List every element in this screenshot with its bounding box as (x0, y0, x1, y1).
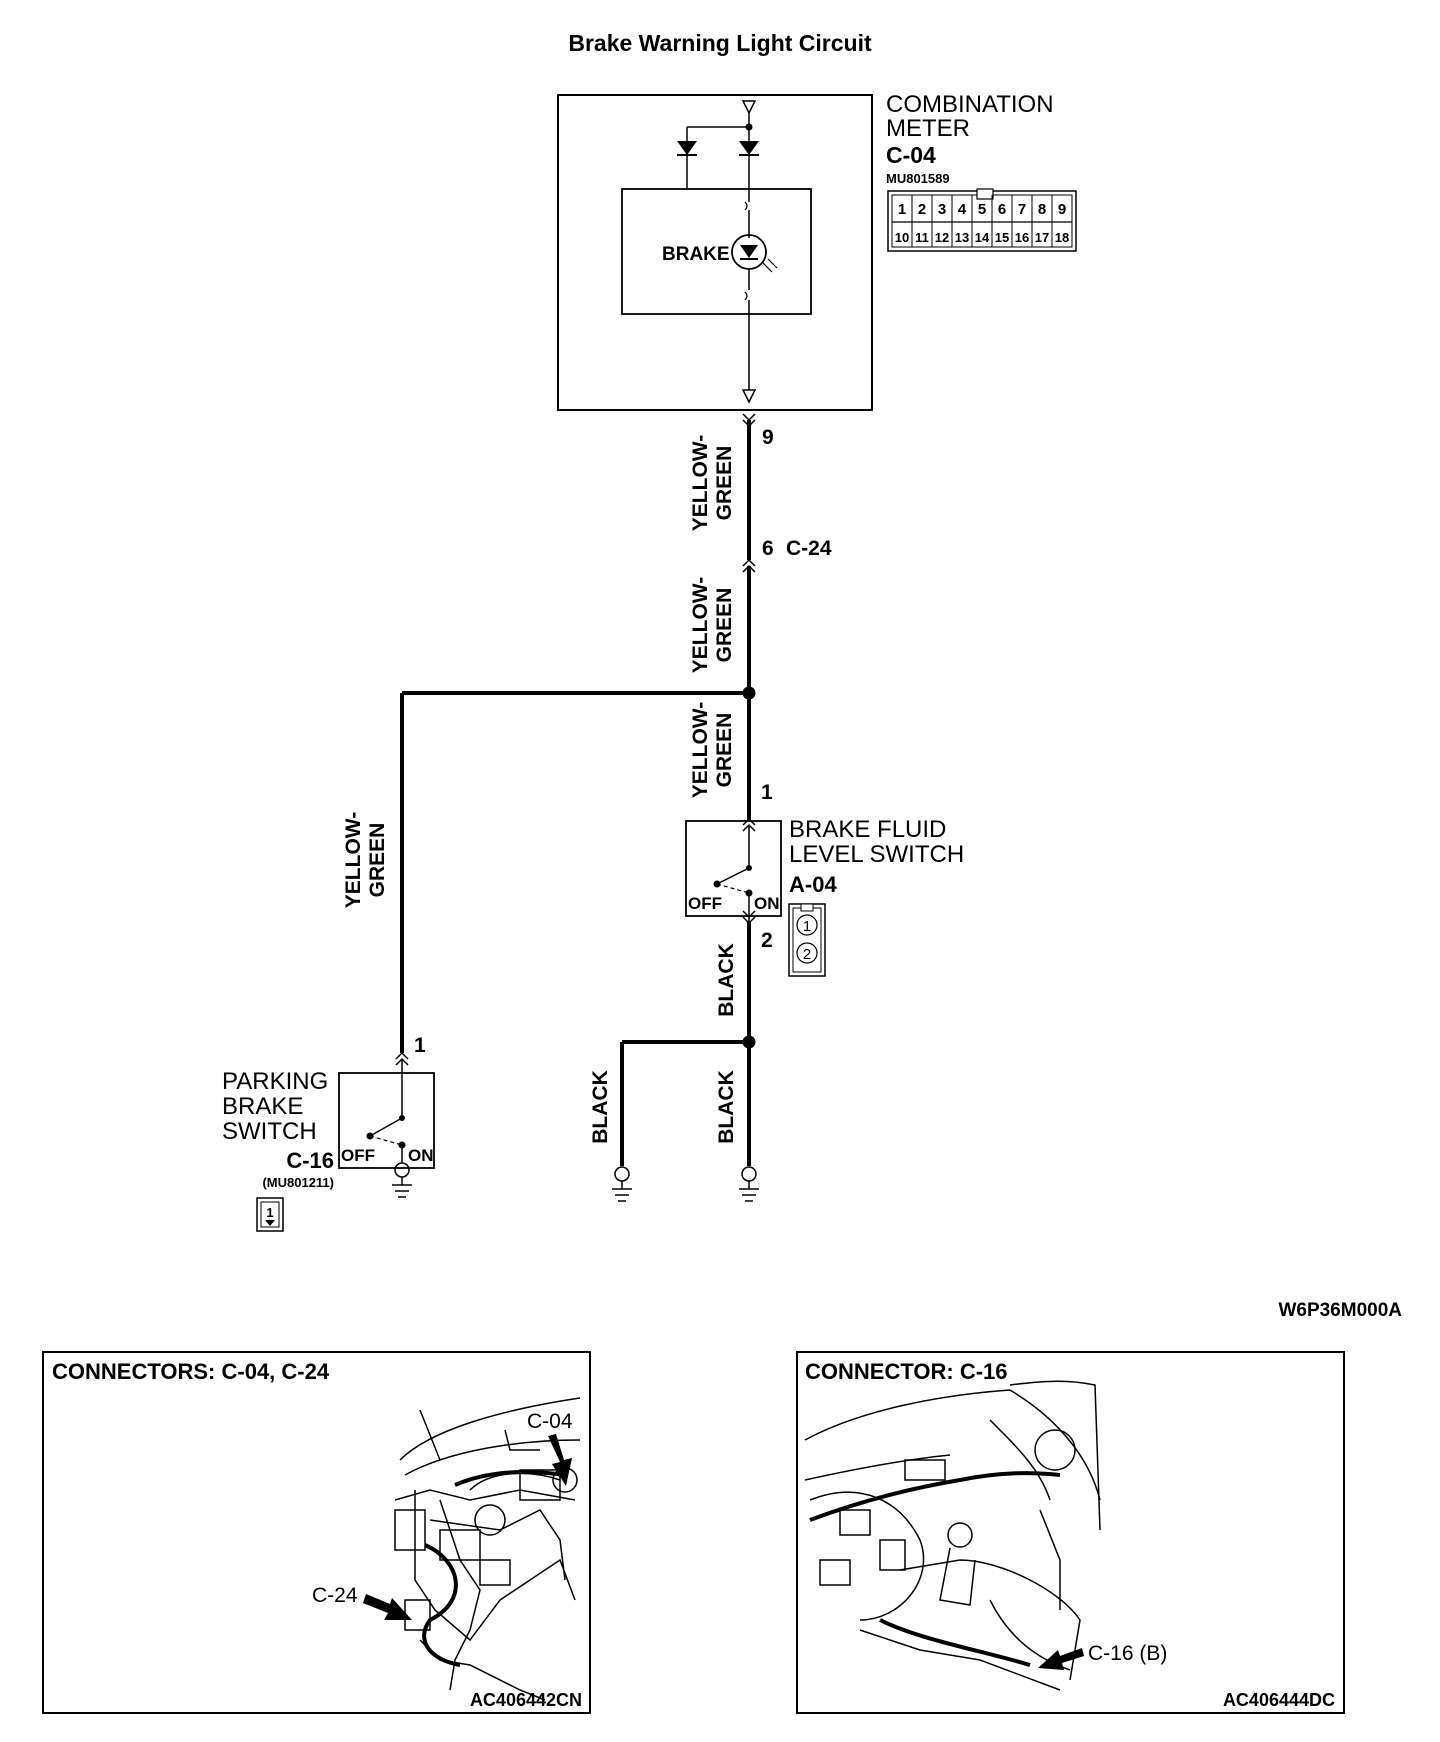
fluid-switch-pin-2: 2 (761, 929, 773, 952)
c24-pin: 6 (762, 537, 774, 560)
dashboard-harness-wire (422, 1470, 566, 1667)
parking-switch-connector-id: C-16 (286, 1148, 334, 1173)
wire-color-label: YELLOW- GREEN (342, 812, 389, 908)
arrow-c04-icon (548, 1434, 572, 1486)
diagram-title: Brake Warning Light Circuit (568, 30, 872, 56)
fluid-switch-connector-face: 1 2 (788, 903, 826, 977)
panel-left-title: CONNECTORS: C-04, C-24 (52, 1359, 330, 1384)
c24-connector-id: C-24 (786, 537, 832, 560)
connector-pin: 13 (955, 230, 969, 245)
meter-name-line1: COMBINATION (886, 91, 1054, 118)
connector-pin: 6 (998, 201, 1006, 218)
connector-pin: 9 (1058, 201, 1066, 218)
fluid-switch-on-label: ON (754, 894, 780, 913)
wire-color-label: YELLOW- GREEN (689, 577, 736, 673)
callout-c16: C-16 (B) (1088, 1642, 1167, 1665)
wire-color-label: BLACK (715, 943, 738, 1017)
callout-c04: C-04 (527, 1410, 573, 1433)
panel-right-title: CONNECTOR: C-16 (805, 1359, 1008, 1384)
svg-text:YELLOW-: YELLOW- (342, 812, 365, 908)
parking-switch-connector-face: 1 (256, 1197, 284, 1232)
parking-switch-on-label: ON (408, 1146, 434, 1165)
svg-text:GREEN: GREEN (713, 713, 736, 788)
lamp-label: BRAKE (662, 244, 730, 265)
wire-color-label: YELLOW- GREEN (689, 702, 736, 798)
svg-text:1: 1 (803, 918, 811, 935)
ground-wires (612, 922, 759, 1202)
parking-brake-switch: OFF ON (338, 1051, 435, 1198)
brake-fluid-level-switch: OFF ON (685, 817, 782, 925)
console-harness-wire (809, 1471, 1061, 1667)
svg-text:YELLOW-: YELLOW- (689, 435, 712, 531)
diagram-code: W6P36M000A (1278, 1300, 1402, 1321)
parking-switch-name-line1: PARKING (222, 1068, 328, 1095)
svg-text:2: 2 (803, 946, 811, 963)
parking-switch-name-line2: BRAKE (222, 1093, 303, 1120)
connector-pin: 10 (895, 230, 909, 245)
svg-text:1: 1 (266, 1205, 273, 1220)
fluid-switch-name-line2: LEVEL SWITCH (789, 841, 964, 868)
connector-pin: 14 (975, 230, 990, 245)
panel-left-code: AC406442CN (470, 1690, 582, 1710)
connector-pin: 12 (935, 230, 949, 245)
meter-name-line2: METER (886, 115, 970, 142)
connector-pin: 8 (1038, 201, 1046, 218)
wire-color-label: YELLOW- GREEN (689, 435, 736, 531)
wire-color-label: BLACK (715, 1070, 738, 1144)
combination-meter: BRAKE (557, 94, 873, 411)
dashboard-harness-illustration (394, 1397, 581, 1701)
connector-pin: 7 (1018, 201, 1026, 218)
connector-pin: 2 (918, 201, 926, 218)
connector-pin: 5 (978, 201, 986, 218)
svg-text:YELLOW-: YELLOW- (689, 577, 712, 673)
connector-pin: 15 (995, 230, 1009, 245)
callout-c24: C-24 (312, 1584, 358, 1607)
parking-switch-pin-1: 1 (414, 1034, 426, 1057)
connector-pin: 18 (1055, 230, 1069, 245)
connector-pin: 4 (958, 201, 967, 218)
meter-terminal-9: 9 (762, 426, 774, 449)
fluid-switch-pin-1: 1 (761, 781, 773, 804)
svg-text:GREEN: GREEN (713, 446, 736, 521)
connector-pin: 16 (1015, 230, 1029, 245)
fluid-switch-name-line1: BRAKE FLUID (789, 816, 946, 843)
meter-connector-id: C-04 (886, 142, 936, 168)
parking-switch-part-number: (MU801211) (262, 1175, 334, 1190)
panel-right-code: AC406444DC (1223, 1690, 1335, 1710)
connector-pin: 1 (898, 201, 906, 218)
connector-panel-left: CONNECTORS: C-04, C-24 C-04 C-24 (42, 1351, 591, 1714)
svg-text:YELLOW-: YELLOW- (689, 702, 712, 798)
fluid-switch-off-label: OFF (688, 894, 722, 913)
connector-pin: 3 (938, 201, 946, 218)
svg-text:GREEN: GREEN (713, 588, 736, 663)
arrow-c24-icon (363, 1594, 412, 1620)
meter-part-number: MU801589 (886, 171, 950, 186)
arrow-c16-icon (1038, 1648, 1084, 1670)
parking-switch-off-label: OFF (341, 1146, 375, 1165)
fluid-switch-connector-id: A-04 (789, 872, 837, 897)
connector-pin: 11 (915, 230, 929, 245)
svg-text:GREEN: GREEN (366, 823, 389, 898)
main-wire (400, 413, 756, 1053)
connector-pin: 17 (1035, 230, 1049, 245)
meter-pin-row-2: 10 11 12 13 14 15 16 17 18 (895, 222, 1069, 247)
wire-color-label: BLACK (589, 1070, 612, 1144)
parking-switch-name-line3: SWITCH (222, 1118, 317, 1145)
connector-panel-right: CONNECTOR: C-16 C-16 (B) AC406444DC (796, 1351, 1345, 1714)
